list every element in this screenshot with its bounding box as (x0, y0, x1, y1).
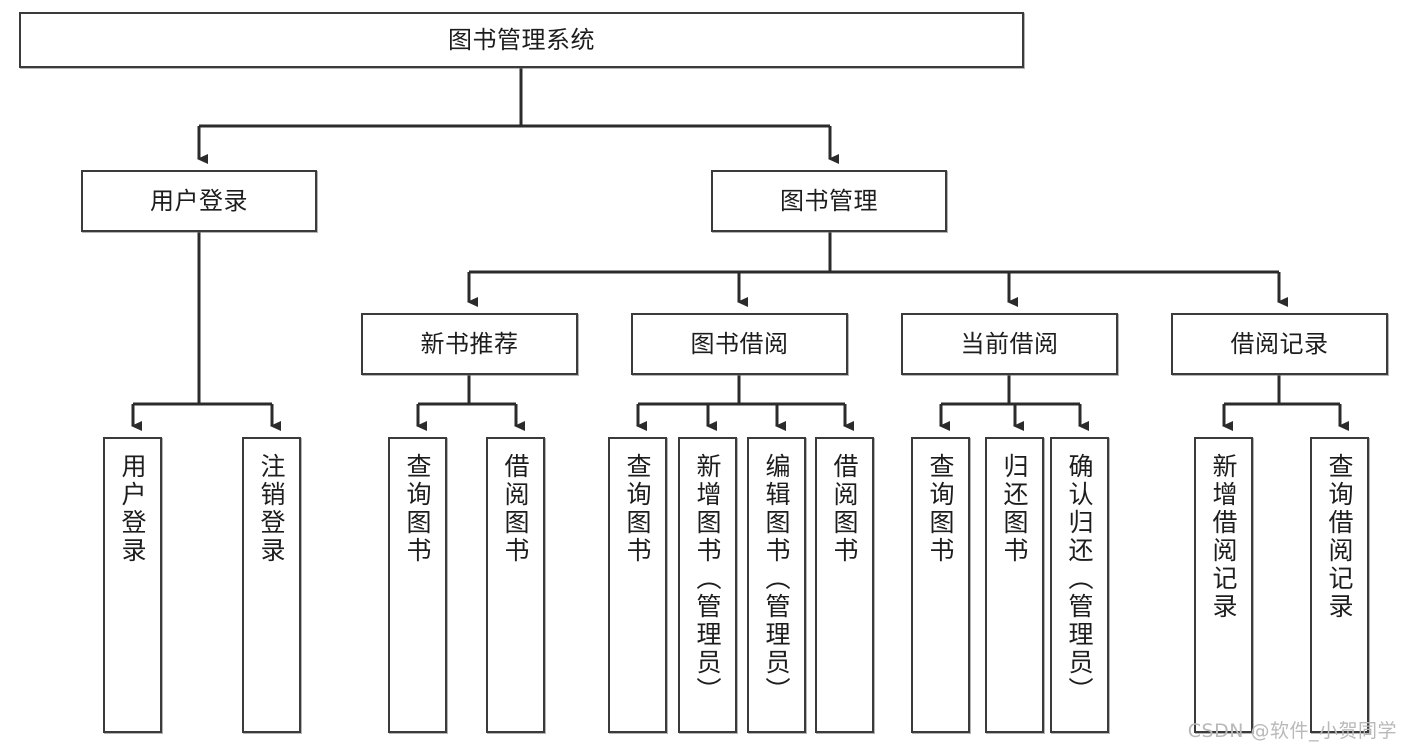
node-leaf-edit-book-admin-label: 编辑图书（管理员） (762, 453, 791, 705)
node-user-login-label: 用户登录 (150, 186, 248, 215)
node-leaf-user-logout-label: 注销登录 (257, 453, 286, 565)
node-leaf-user-logout[interactable]: 注销登录 (242, 437, 301, 733)
node-root[interactable]: 图书管理系统 (19, 12, 1024, 68)
node-leaf-query-book-2[interactable]: 查询图书 (608, 437, 667, 733)
node-leaf-query-book-1-label: 查询图书 (403, 453, 432, 565)
node-leaf-add-book-admin-label: 新增图书（管理员） (693, 453, 722, 705)
node-leaf-return-book[interactable]: 归还图书 (985, 437, 1044, 733)
node-leaf-borrow-book-1[interactable]: 借阅图书 (486, 437, 545, 733)
node-leaf-confirm-return-admin[interactable]: 确认归还（管理员） (1050, 437, 1109, 733)
node-borrow-record[interactable]: 借阅记录 (1171, 313, 1388, 375)
node-leaf-user-login[interactable]: 用户登录 (103, 437, 162, 733)
node-leaf-edit-book-admin[interactable]: 编辑图书（管理员） (747, 437, 806, 733)
node-borrow-record-label: 借阅记录 (1230, 329, 1329, 358)
node-leaf-query-book-3[interactable]: 查询图书 (911, 437, 970, 733)
node-root-label: 图书管理系统 (448, 25, 595, 54)
node-leaf-add-borrow-record[interactable]: 新增借阅记录 (1194, 437, 1253, 733)
node-leaf-confirm-return-admin-label: 确认归还（管理员） (1065, 453, 1094, 705)
node-user-login[interactable]: 用户登录 (81, 170, 317, 232)
node-leaf-query-book-2-label: 查询图书 (623, 453, 652, 565)
node-leaf-borrow-book-2-label: 借阅图书 (830, 453, 859, 565)
node-book-manage-label: 图书管理 (780, 186, 878, 215)
node-new-book-recommend[interactable]: 新书推荐 (361, 313, 578, 375)
node-leaf-borrow-book-2[interactable]: 借阅图书 (815, 437, 874, 733)
node-book-manage[interactable]: 图书管理 (711, 170, 947, 232)
node-book-borrow[interactable]: 图书借阅 (631, 313, 848, 375)
node-new-book-recommend-label: 新书推荐 (420, 329, 519, 358)
watermark-text: CSDN @软件_小贺同学 (1187, 720, 1397, 742)
node-leaf-query-borrow-record-label: 查询借阅记录 (1325, 453, 1354, 621)
node-current-borrow-label: 当前借阅 (960, 329, 1059, 358)
node-book-borrow-label: 图书借阅 (690, 329, 789, 358)
node-leaf-borrow-book-1-label: 借阅图书 (501, 453, 530, 565)
node-leaf-query-borrow-record[interactable]: 查询借阅记录 (1310, 437, 1369, 733)
node-leaf-add-borrow-record-label: 新增借阅记录 (1209, 453, 1238, 621)
node-leaf-query-book-1[interactable]: 查询图书 (388, 437, 447, 733)
node-leaf-add-book-admin[interactable]: 新增图书（管理员） (678, 437, 737, 733)
node-leaf-return-book-label: 归还图书 (1000, 453, 1029, 565)
node-leaf-query-book-3-label: 查询图书 (926, 453, 955, 565)
node-leaf-user-login-label: 用户登录 (118, 453, 147, 565)
node-current-borrow[interactable]: 当前借阅 (901, 313, 1118, 375)
